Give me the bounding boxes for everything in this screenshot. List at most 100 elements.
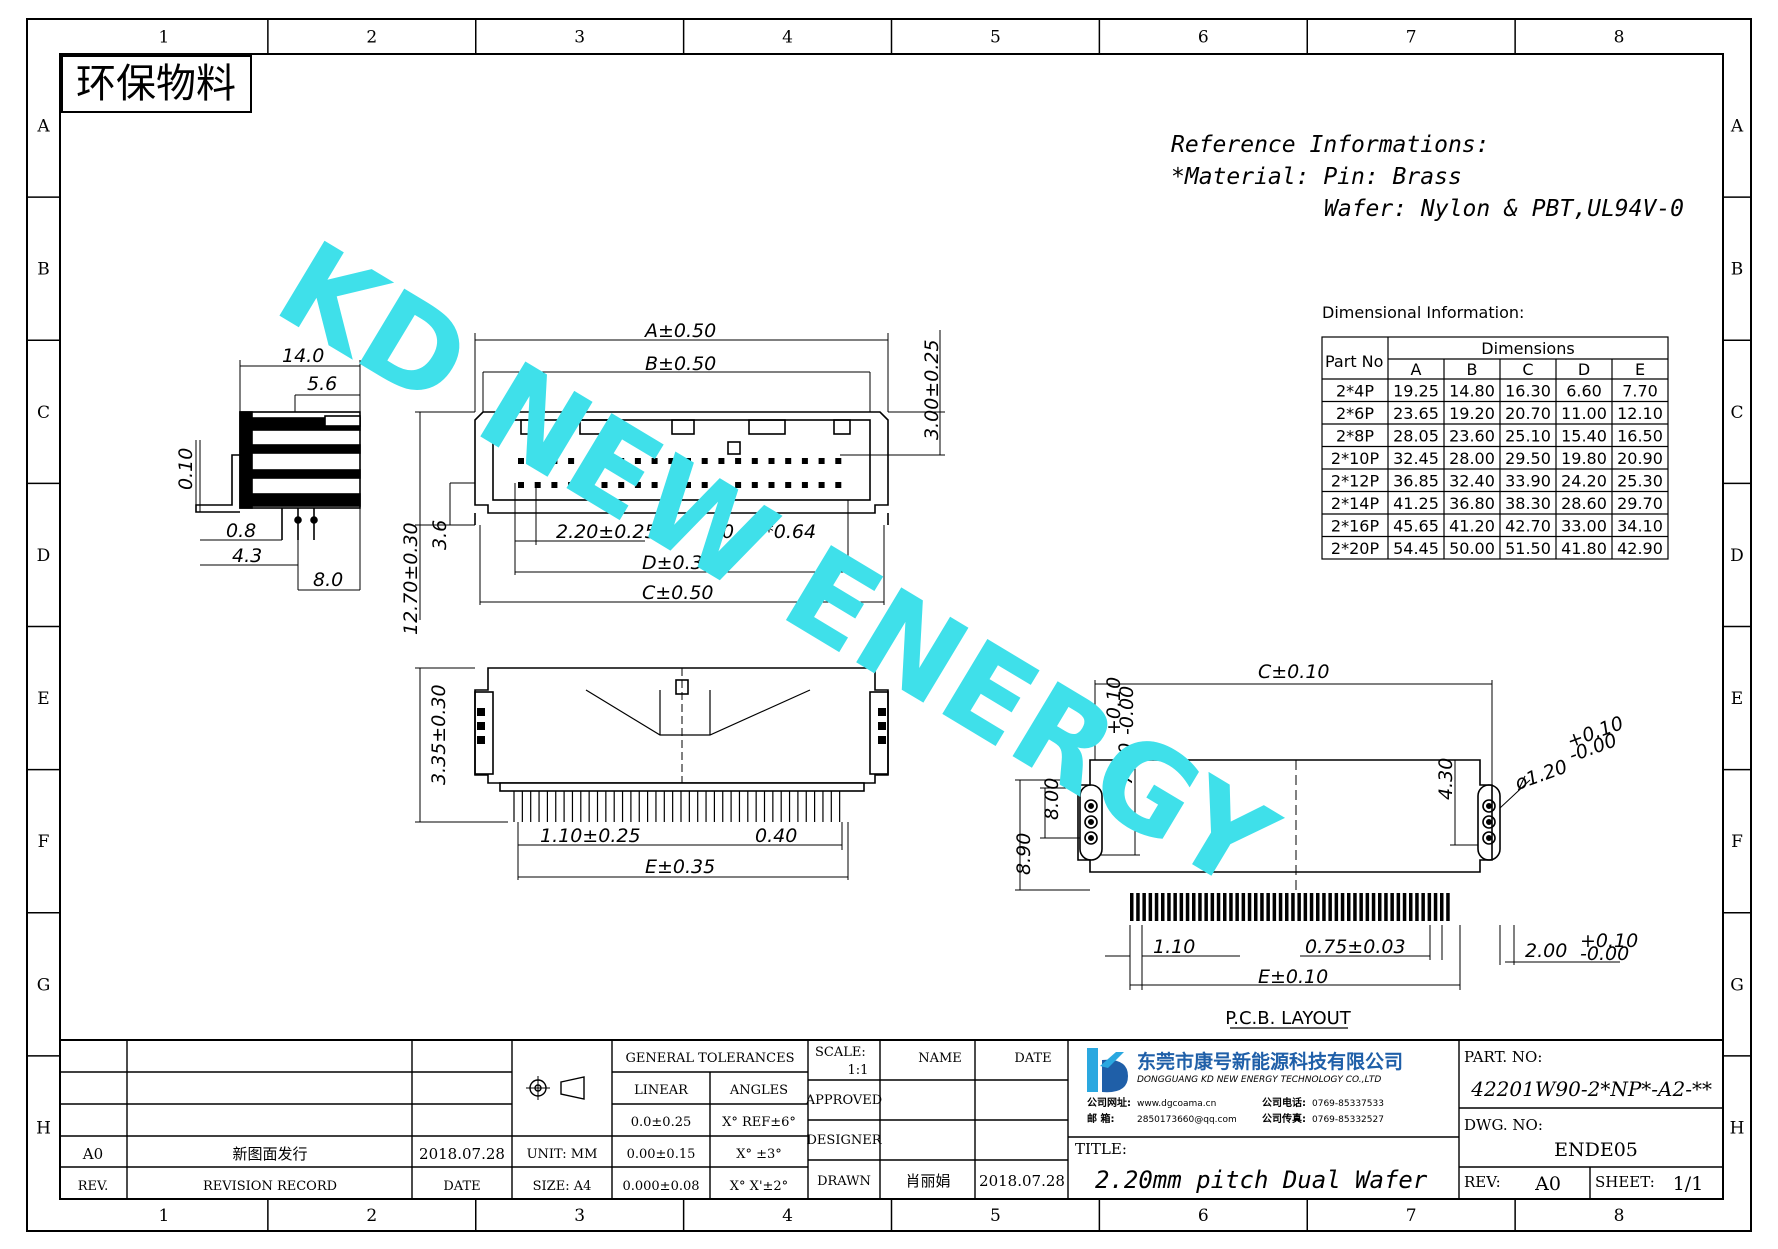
pcb-pad	[1278, 893, 1283, 921]
zone-row-label: B	[37, 260, 50, 280]
zone-column-label: 4	[782, 1206, 793, 1226]
pin-square	[534, 482, 541, 488]
table-column-header: D	[1578, 360, 1590, 379]
zone-row-label: E	[1731, 689, 1743, 709]
dim-pcb-4-30: 4.30	[1435, 758, 1457, 800]
pcb-pad	[1235, 893, 1239, 921]
pin-square	[601, 458, 608, 464]
table-cell-value: 50.00	[1449, 539, 1495, 558]
rev-header-date: DATE	[443, 1179, 480, 1194]
dim-pcb-0-75: 0.75±0.03	[1305, 936, 1406, 958]
dim-side-0-10: 0.10	[175, 448, 197, 490]
pcb-pad	[1328, 893, 1332, 921]
mount-hole	[1084, 815, 1098, 829]
dim-pcb-1-10: 1.10	[1153, 936, 1195, 958]
linear-header: LINEAR	[634, 1083, 689, 1098]
pcb-pad	[1229, 893, 1233, 921]
zone-column-label: 2	[366, 28, 377, 48]
dim-pcb-e: E±0.10	[1258, 966, 1328, 988]
table-cell-value: 19.20	[1449, 404, 1495, 423]
eco-stamp-text: 环保物料	[76, 61, 236, 107]
dim-front-3-6: 3.6	[429, 520, 451, 550]
zone-row-label: F	[1731, 832, 1743, 852]
rev-header-record: REVISION RECORD	[203, 1179, 337, 1194]
zone-row-label: C	[37, 403, 50, 423]
dim-top-1-10: 1.10±0.25	[540, 825, 641, 847]
company-name-cn: 东莞市康号新能源科技有限公司	[1137, 1050, 1403, 1073]
dim-pcb-2-00: 2.00	[1525, 940, 1567, 962]
linear-2: 0.00±0.15	[627, 1147, 696, 1162]
mount-hole	[1482, 815, 1496, 829]
angles-1: X° REF±6°	[722, 1115, 796, 1130]
table-cell-value: 41.80	[1561, 539, 1607, 558]
pcb-dims: C±0.10 7.40 +0.10 -0.00 8.00 8.90 4.30 ø…	[1013, 661, 1638, 1029]
table-cell-value: 45.65	[1393, 517, 1439, 536]
pcb-pad	[1192, 893, 1196, 921]
pin-square	[685, 482, 691, 488]
dim-side-14: 14.0	[282, 345, 324, 367]
date-header: DATE	[1014, 1051, 1051, 1066]
pcb-pad	[1154, 893, 1159, 921]
scale-label: SCALE:	[815, 1045, 866, 1060]
pcb-pad	[1173, 893, 1177, 921]
table-cell-value: 24.20	[1561, 472, 1607, 491]
reference-line-3: Wafer: Nylon & PBT,UL94V-0	[1324, 196, 1684, 222]
dwg-no-value: ENDE05	[1554, 1139, 1638, 1161]
table-cell-value: 16.50	[1617, 427, 1663, 446]
table-cell-value: 15.40	[1561, 427, 1607, 446]
table-column-header: B	[1467, 360, 1478, 379]
dim-front-12-70: 12.70±0.30	[400, 522, 422, 635]
zone-row-label: F	[38, 832, 50, 852]
dim-top-e: E±0.35	[645, 856, 715, 878]
dim-pcb-7-40-tol-up: +0.10	[1103, 677, 1125, 735]
pin-square	[801, 458, 808, 464]
mount-hole	[1482, 799, 1496, 813]
site-label: 公司网址:	[1087, 1096, 1131, 1109]
table-cell-value: 11.00	[1561, 404, 1607, 423]
size-label: SIZE: A4	[533, 1179, 592, 1194]
zone-row-label: B	[1731, 260, 1744, 280]
pcb-pad	[1378, 893, 1382, 921]
zone-column-label: 3	[574, 28, 585, 48]
table-cell-value: 51.50	[1505, 539, 1551, 558]
zone-column-label: 6	[1198, 28, 1209, 48]
zone-column-label: 8	[1614, 28, 1625, 48]
table-cell-value: 25.30	[1617, 472, 1663, 491]
title-block	[59, 1039, 1724, 1200]
front-view-dims: A±0.50 B±0.50 3.00±0.25 12.70±0.30 3.6 2…	[400, 320, 943, 635]
reference-line-1: Reference Informations:	[1171, 132, 1490, 158]
table-cell-part: 2*10P	[1331, 449, 1380, 468]
dim-front-0-64: 0.64*0.64	[722, 521, 816, 543]
side-view	[195, 360, 361, 591]
table-cell-value: 41.25	[1393, 494, 1439, 513]
table-cell-value: 33.90	[1505, 472, 1551, 491]
pcb-caption: P.C.B. LAYOUT	[1225, 1008, 1352, 1029]
pcb-pad	[1427, 893, 1432, 921]
zone-row-label: D	[1730, 546, 1744, 566]
zone-column-label: 1	[159, 28, 170, 48]
table-cell-value: 38.30	[1505, 494, 1551, 513]
dim-front-3-00: 3.00±0.25	[921, 339, 943, 440]
pin-square	[718, 482, 725, 488]
pin-square	[634, 458, 641, 464]
rev-row-rev: A0	[82, 1145, 103, 1163]
reference-line-2: *Material: Pin: Brass	[1171, 164, 1462, 190]
pin-square	[634, 482, 641, 488]
scale-value: 1:1	[848, 1063, 869, 1078]
pcb-pad	[1421, 893, 1425, 921]
phone-label: 公司电话:	[1262, 1096, 1306, 1109]
table-cell-value: 14.80	[1449, 382, 1495, 401]
rev-value: A0	[1534, 1173, 1561, 1195]
dim-side-0-8: 0.8	[226, 520, 256, 542]
dim-pcb-7-40: 7.40	[1115, 743, 1137, 785]
pin-square	[701, 482, 708, 488]
part-no-label: PART. NO:	[1464, 1048, 1542, 1066]
dim-side-8-0: 8.0	[313, 569, 343, 591]
pcb-pad	[1291, 893, 1295, 921]
pcb-pad	[1309, 893, 1314, 921]
pcb-pad	[1204, 893, 1208, 921]
pcb-pad	[1440, 893, 1444, 921]
pin-square	[568, 482, 575, 488]
table-group-header: Dimensions	[1481, 339, 1574, 358]
